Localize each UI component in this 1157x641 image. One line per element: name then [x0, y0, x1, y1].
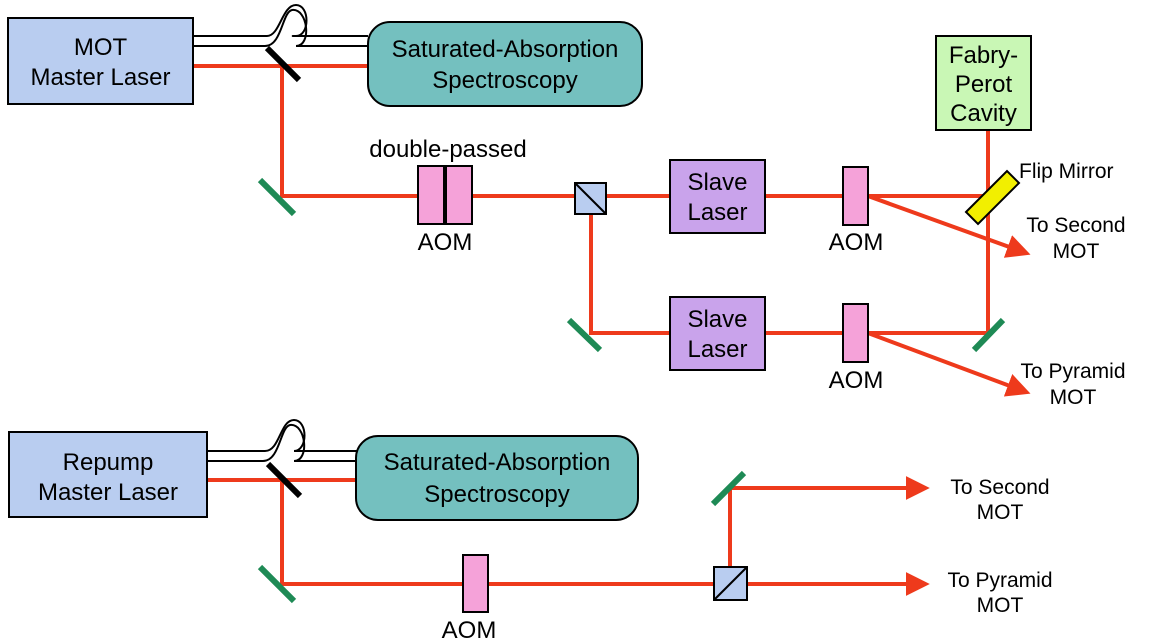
mot-beams [193, 64, 1031, 397]
mot-output-1-line1: To Second [1026, 214, 1125, 237]
flip-mirror: Flip Mirror [964, 160, 1114, 226]
repump-section: Repump Master Laser Saturated-Absorption… [8, 418, 1053, 641]
double-passed-label: double-passed [369, 136, 526, 163]
repump-fiber [207, 418, 357, 462]
repump-spectroscopy: Saturated-Absorption Spectroscopy [355, 435, 639, 521]
repump-output-1-line1: To Second [950, 476, 1049, 499]
mot-slave-laser-1: Slave Laser [669, 159, 766, 234]
fabry-perot-cavity: Fabry- Perot Cavity [935, 35, 1032, 131]
fabry-perot-line1: Fabry- [949, 42, 1018, 69]
mot-aom-2: AOM [829, 166, 884, 256]
repump-mirror-1 [257, 564, 297, 604]
mot-spectroscopy-line1: Saturated-Absorption [392, 36, 619, 63]
mot-double-passed-aom: double-passed AOM [369, 136, 526, 256]
repump-master-laser-line1: Repump [63, 449, 154, 476]
repump-output-2-line1: To Pyramid [947, 569, 1052, 592]
repump-spectroscopy-line1: Saturated-Absorption [384, 449, 611, 476]
mot-aom-label-2: AOM [829, 229, 884, 256]
mot-aom-label-1: AOM [418, 229, 473, 256]
slave-laser-1-line2: Laser [687, 199, 747, 226]
mot-mirror-3 [971, 317, 1006, 353]
mot-output-2-line2: MOT [1050, 386, 1097, 409]
mot-beam-splitter [574, 182, 607, 215]
mot-aom-label-3: AOM [829, 367, 884, 394]
repump-output-2-line2: MOT [977, 594, 1024, 617]
repump-beam-splitter [713, 566, 748, 601]
mot-master-laser-line1: MOT [74, 34, 128, 61]
mot-output-1-line2: MOT [1053, 240, 1100, 263]
slave-laser-2-line1: Slave [687, 306, 747, 333]
fabry-perot-line2: Perot [955, 71, 1013, 98]
mot-pickoff-mirror [264, 45, 302, 83]
slave-laser-1-line1: Slave [687, 169, 747, 196]
mot-section: MOT Master Laser Saturated-Absorption Sp… [7, 3, 1126, 409]
flip-mirror-label: Flip Mirror [1019, 160, 1114, 183]
repump-master-laser-line2: Master Laser [38, 479, 178, 506]
mot-master-laser-line2: Master Laser [30, 64, 170, 91]
slave-laser-2-line2: Laser [687, 336, 747, 363]
mot-slave-laser-2: Slave Laser [669, 296, 766, 371]
mot-fiber [193, 3, 368, 47]
mot-output-2-line1: To Pyramid [1020, 360, 1125, 383]
mot-mirror-1 [257, 177, 297, 217]
fabry-perot-line3: Cavity [950, 100, 1017, 127]
mot-mirror-2 [566, 317, 603, 353]
mot-spectroscopy-line2: Spectroscopy [432, 67, 577, 94]
repump-aom: AOM [442, 554, 497, 641]
repump-output-1-line2: MOT [977, 501, 1024, 524]
repump-pickoff-mirror [265, 461, 303, 499]
mot-aom-3: AOM [829, 303, 884, 394]
mot-master-laser: MOT Master Laser [7, 17, 194, 105]
repump-master-laser: Repump Master Laser [8, 431, 208, 518]
repump-spectroscopy-line2: Spectroscopy [424, 481, 569, 508]
mot-spectroscopy: Saturated-Absorption Spectroscopy [367, 21, 643, 107]
repump-mirror-2 [710, 470, 747, 507]
repump-aom-label: AOM [442, 617, 497, 641]
